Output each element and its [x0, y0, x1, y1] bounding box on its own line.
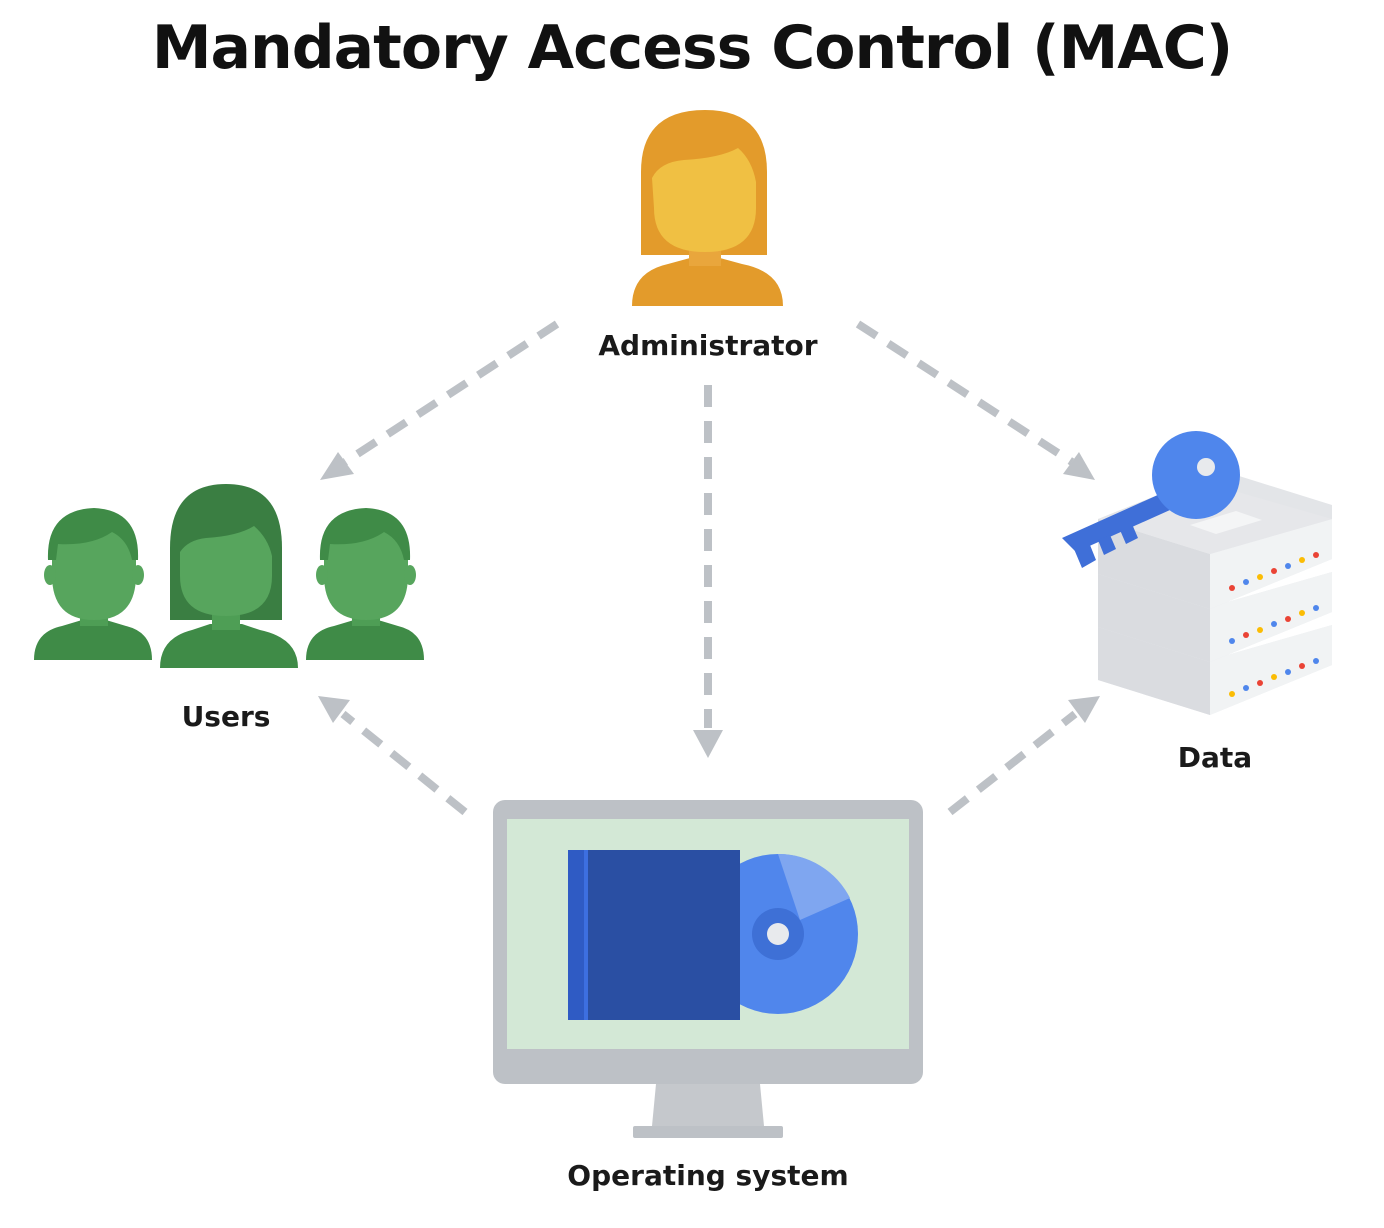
user-right-icon [306, 508, 424, 660]
users-label: Users [181, 700, 271, 733]
server-with-key-icon [1062, 431, 1332, 715]
computer-monitor-icon [493, 800, 923, 1138]
user-center-icon [160, 484, 298, 668]
key-icon [1062, 431, 1240, 568]
arrow-admin-to-users [320, 320, 560, 480]
server-status-lights [1229, 552, 1319, 697]
data-label: Data [1177, 741, 1253, 774]
software-box-icon [568, 850, 740, 1020]
user-left-icon [34, 508, 152, 660]
arrow-os-to-users [318, 696, 468, 816]
arrow-os-to-data [947, 696, 1100, 816]
diagram-title: Mandatory Access Control (MAC) [151, 13, 1233, 83]
users-group-icon [34, 484, 424, 668]
administrator-person-icon [632, 110, 783, 306]
administrator-label: Administrator [598, 329, 818, 362]
arrow-admin-to-data [855, 320, 1095, 480]
operating-system-label: Operating system [567, 1159, 849, 1192]
arrow-admin-to-os [693, 385, 723, 758]
connectors [318, 320, 1100, 816]
